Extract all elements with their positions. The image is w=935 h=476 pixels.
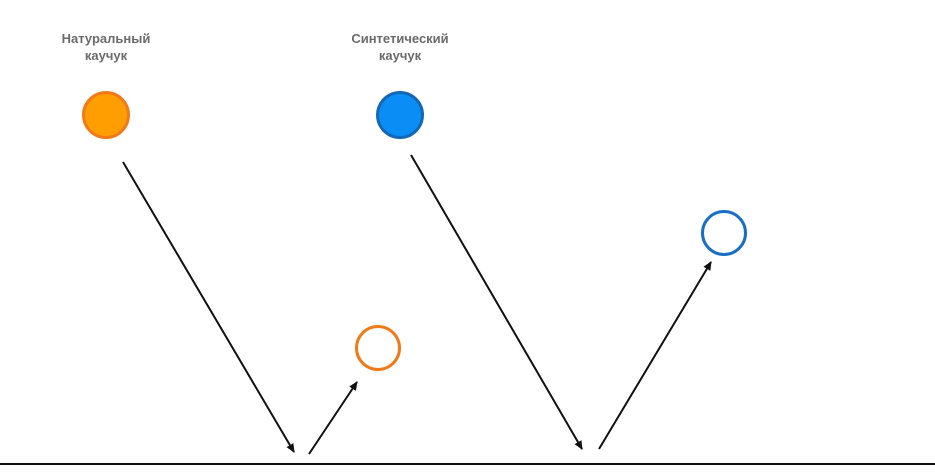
natural-rubber-label-line2: каучук [84,48,128,63]
natural-rubber-label: Натуральный каучук [26,30,186,64]
synthetic-rubber-label-line1: Синтетический [351,31,449,46]
synthetic-fall-arrow [410,154,583,450]
synthetic-ball-bounce [701,210,747,256]
natural-fall-arrow [122,161,295,453]
natural-ball-bounce [355,325,401,371]
natural-bounce-arrow [308,381,358,455]
synthetic-rubber-label: Синтетический каучук [320,30,480,64]
natural-ball-start [82,91,130,139]
synthetic-bounce-arrow [598,261,712,450]
synthetic-ball-start [376,91,424,139]
synthetic-rubber-label-line2: каучук [378,48,422,63]
natural-rubber-label-line1: Натуральный [61,31,151,46]
